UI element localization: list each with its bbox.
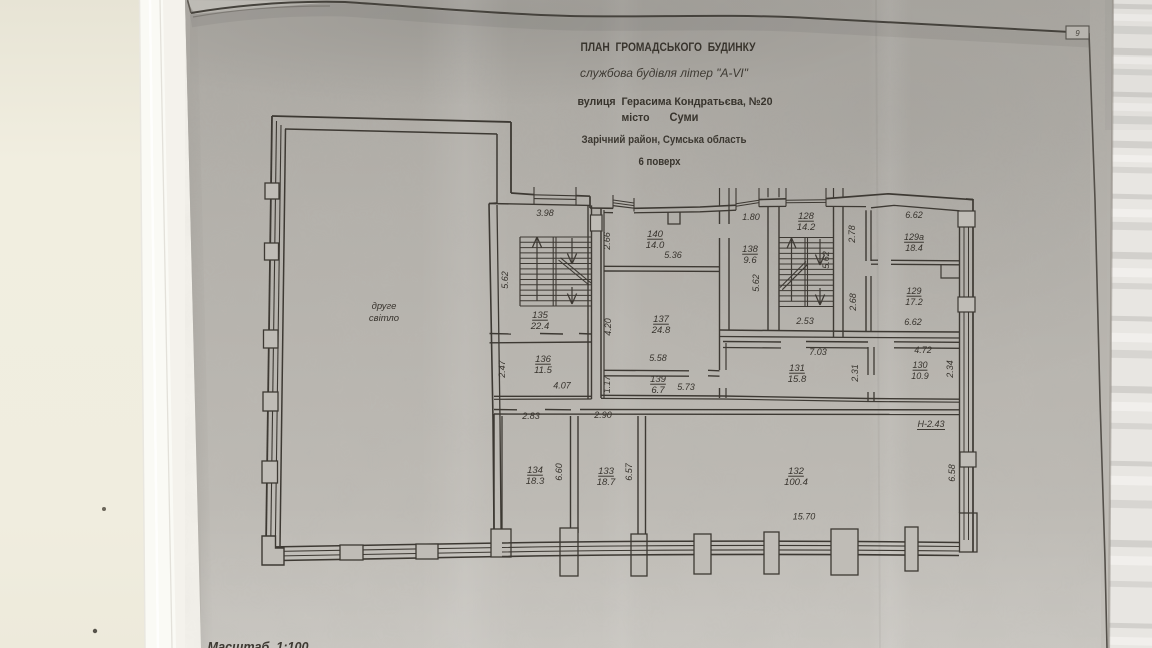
svg-text:100.4: 100.4 [784,477,808,488]
svg-text:місто: місто [622,112,650,124]
svg-text:1.17: 1.17 [602,375,612,394]
svg-text:Зарічний район, Сумська област: Зарічний район, Сумська область [582,134,747,146]
svg-text:18.4: 18.4 [905,243,923,253]
svg-text:24.8: 24.8 [651,325,671,336]
svg-text:17.2: 17.2 [905,297,923,307]
svg-text:2.83: 2.83 [521,411,540,421]
svg-text:5.62: 5.62 [500,271,510,289]
svg-text:4.20: 4.20 [603,318,613,336]
svg-text:3.98: 3.98 [536,208,554,218]
svg-text:10.9: 10.9 [911,371,929,381]
svg-text:6.7: 6.7 [651,385,665,396]
svg-text:вулиця Герасима Кондратьєва,: вулиця Герасима Кондратьєва, №20 [578,96,773,108]
svg-text:6.58: 6.58 [947,464,957,482]
svg-text:129а: 129а [904,232,924,242]
svg-text:6.62: 6.62 [904,317,922,327]
svg-text:5.73: 5.73 [677,382,695,392]
svg-text:2.47: 2.47 [497,359,507,379]
svg-text:6.57: 6.57 [624,462,634,481]
svg-text:134: 134 [527,465,543,476]
svg-text:11.5: 11.5 [534,365,553,376]
svg-text:6 поверх: 6 поверх [639,156,682,168]
svg-text:Н-2.43: Н-2.43 [917,419,944,429]
svg-text:15.70: 15.70 [793,512,816,522]
svg-text:140: 140 [647,229,664,240]
svg-text:9.6: 9.6 [743,255,757,266]
svg-text:5.62: 5.62 [821,251,831,269]
svg-text:2.31: 2.31 [850,364,860,383]
svg-text:4.07: 4.07 [553,381,572,391]
svg-text:5.62: 5.62 [751,274,761,292]
svg-text:6.60: 6.60 [554,463,564,481]
svg-text:18.3: 18.3 [526,476,545,487]
svg-text:1.80: 1.80 [742,212,760,222]
svg-text:світло: світло [369,313,399,324]
svg-text:7.03: 7.03 [809,347,827,357]
svg-text:133: 133 [598,466,615,477]
svg-text:22.4: 22.4 [530,321,550,332]
svg-text:Суми: Суми [670,112,699,124]
svg-text:14.0: 14.0 [646,240,665,251]
svg-text:5.58: 5.58 [649,353,667,363]
svg-text:136: 136 [535,354,552,365]
svg-text:4.72: 4.72 [914,345,932,355]
svg-text:129: 129 [906,286,921,296]
svg-text:14.2: 14.2 [797,222,816,233]
svg-text:2.78: 2.78 [847,225,857,244]
svg-text:ПЛАН ГРОМАДСЬКОГО БУДИНКУ: ПЛАН ГРОМАДСЬКОГО БУДИНКУ [581,40,756,54]
svg-text:9: 9 [1075,29,1080,38]
svg-text:Масштаб 1:100: Масштаб 1:100 [208,640,309,648]
svg-text:5.36: 5.36 [664,250,682,260]
svg-text:2.34: 2.34 [945,360,955,379]
svg-text:132: 132 [788,466,805,477]
svg-text:130: 130 [912,360,927,370]
svg-text:2.90: 2.90 [593,410,612,420]
svg-text:138: 138 [742,244,759,255]
svg-text:139: 139 [650,374,667,385]
svg-text:137: 137 [653,314,670,325]
svg-text:2.53: 2.53 [795,316,814,326]
svg-text:18.7: 18.7 [597,477,616,488]
svg-text:2.66: 2.66 [602,232,612,251]
svg-text:6.62: 6.62 [905,210,923,220]
svg-text:службова будівля літер "А-VI": службова будівля літер "А-VI" [580,68,749,80]
svg-text:128: 128 [798,211,815,222]
svg-text:135: 135 [532,310,549,321]
svg-text:2.68: 2.68 [848,293,858,312]
svg-text:131: 131 [789,363,805,374]
svg-text:15.8: 15.8 [788,374,807,385]
svg-text:друге: друге [372,301,397,312]
